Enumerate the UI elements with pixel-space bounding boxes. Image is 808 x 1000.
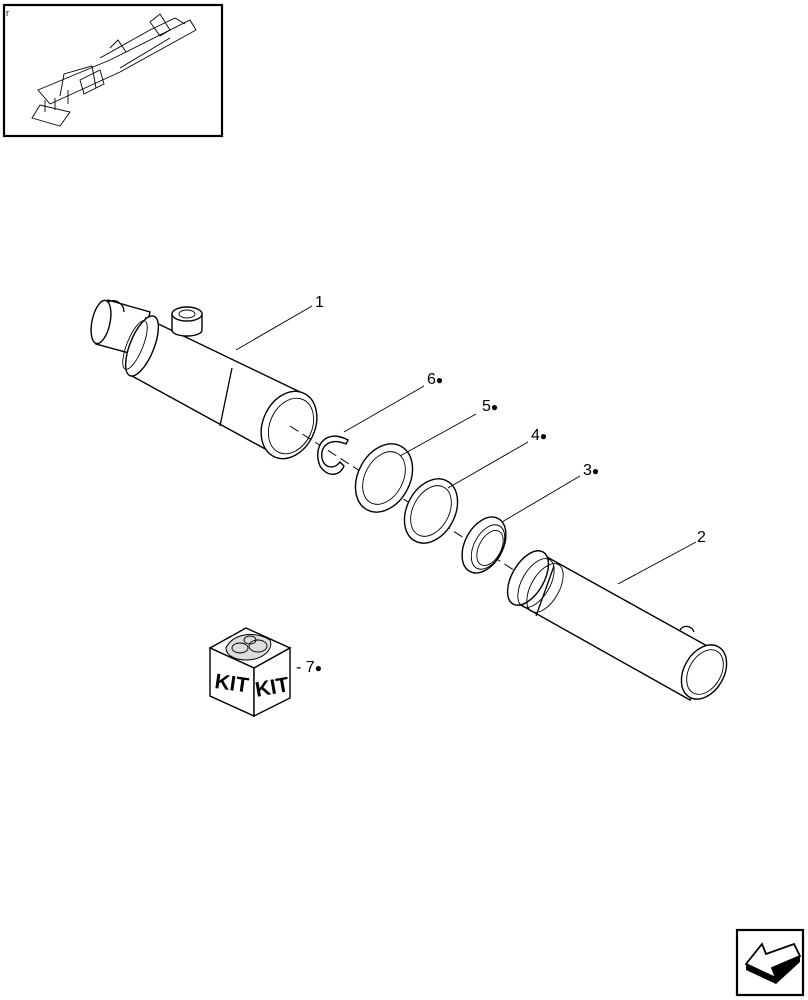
piston-rod — [506, 550, 728, 701]
kit-box-icon: KIT KIT — [208, 627, 292, 718]
callout-2: 2 — [697, 529, 706, 546]
cylinder-barrel — [90, 299, 318, 460]
callout-4: 4● — [531, 427, 547, 444]
previous-page-arrow-icon[interactable] — [735, 928, 805, 997]
wiper-seal — [461, 516, 507, 574]
snap-ring — [317, 435, 349, 475]
callout-3: 3● — [583, 462, 599, 479]
callout-7: - 7● — [296, 659, 322, 676]
leader-lines — [235, 305, 697, 585]
callout-1: 1 — [315, 294, 324, 311]
corner-mark: r — [6, 8, 9, 18]
callout-6: 6● — [427, 371, 443, 388]
seal-ring-medium — [403, 478, 459, 544]
callout-5: 5● — [482, 398, 498, 415]
machine-overview-thumbnail-icon[interactable]: r — [2, 3, 224, 138]
kit-label-left: KIT — [213, 670, 250, 698]
seal-ring-large — [354, 443, 414, 513]
